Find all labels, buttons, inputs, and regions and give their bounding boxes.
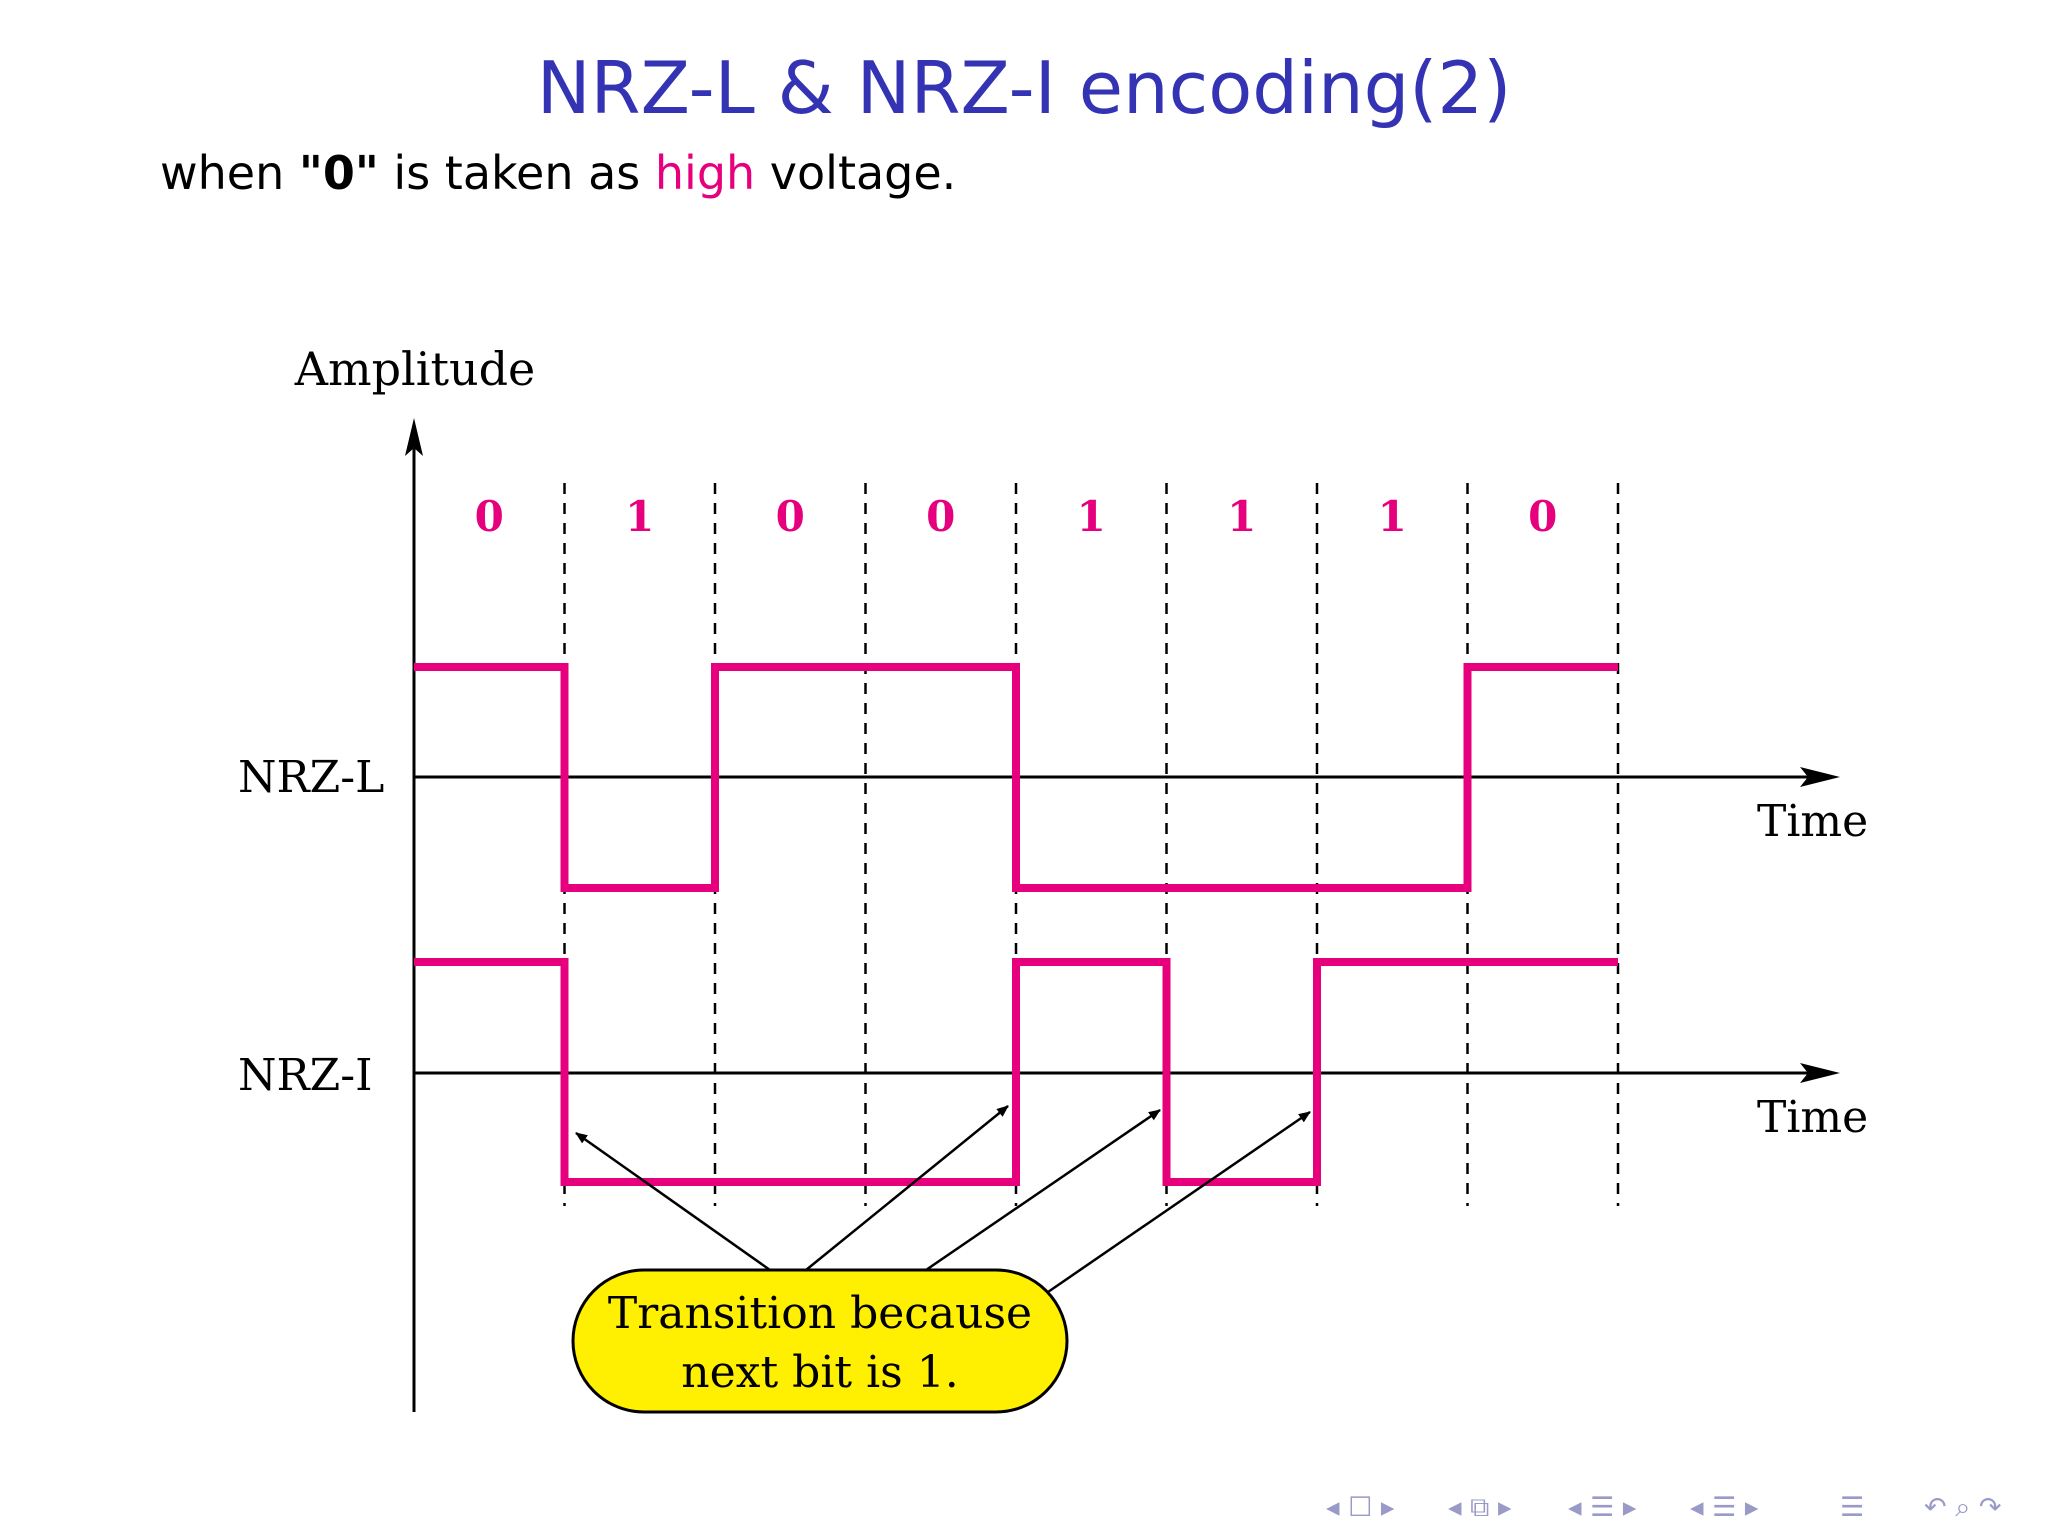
bit-label: 1	[1077, 492, 1106, 541]
nav-subsection-icon[interactable]: ◂ ☰ ▸	[1568, 1492, 1637, 1523]
bit-label: 0	[926, 492, 955, 541]
bit-labels: 0 1 0 0 1 1 1 0	[475, 492, 1558, 541]
bit-label: 1	[1227, 492, 1256, 541]
slide-title: NRZ-L & NRZ-I encoding(2)	[536, 46, 1512, 130]
callout-bubble	[571, 1268, 1069, 1414]
subtitle-bold-zero: "0"	[298, 146, 379, 200]
amplitude-axis-arrow-icon	[405, 418, 423, 456]
nrz-l-waveform	[414, 663, 1618, 892]
nav-align-icon[interactable]: ☰	[1840, 1492, 1865, 1523]
bit-label: 0	[475, 492, 504, 541]
callout-arrow	[805, 1105, 1009, 1271]
nav-search-icon[interactable]: ↶ ⌕ ↷	[1924, 1492, 2002, 1523]
slide-subtitle: when "0" is taken as high voltage.	[160, 146, 956, 200]
callout-line-2: next bit is 1.	[681, 1347, 958, 1398]
bit-label: 1	[625, 492, 654, 541]
nav-frame-icon[interactable]: ◂ ☐ ▸	[1326, 1492, 1395, 1523]
callout-arrow	[1047, 1110, 1311, 1294]
amplitude-label: Amplitude	[294, 342, 536, 396]
bit-label: 0	[1528, 492, 1557, 541]
nav-slide-icon[interactable]: ◂ ☰ ▸	[1690, 1492, 1759, 1523]
callout-arrow	[575, 1131, 771, 1272]
bit-boundaries	[563, 483, 1620, 1206]
nrz-i-waveform	[414, 958, 1618, 1186]
nrz-l-time-label: Time	[1757, 796, 1868, 847]
nrz-i-time-label: Time	[1757, 1092, 1868, 1143]
nrz-i-label: NRZ-I	[238, 1050, 372, 1101]
subtitle-highlight-high: high	[654, 146, 756, 200]
subtitle-prefix: when	[160, 146, 299, 200]
nrz-l-label: NRZ-L	[238, 752, 384, 803]
nrz-l-time-arrow-icon	[1800, 767, 1840, 787]
subtitle-suffix: voltage.	[755, 146, 957, 200]
callout-line-1: Transition because	[608, 1288, 1032, 1339]
nav-section-icon[interactable]: ◂ ⧉ ▸	[1448, 1492, 1512, 1523]
bit-label: 1	[1378, 492, 1407, 541]
callout-arrow	[925, 1108, 1161, 1272]
bit-label: 0	[776, 492, 805, 541]
subtitle-middle: is taken as	[378, 146, 655, 200]
nrz-i-time-arrow-icon	[1800, 1063, 1840, 1083]
